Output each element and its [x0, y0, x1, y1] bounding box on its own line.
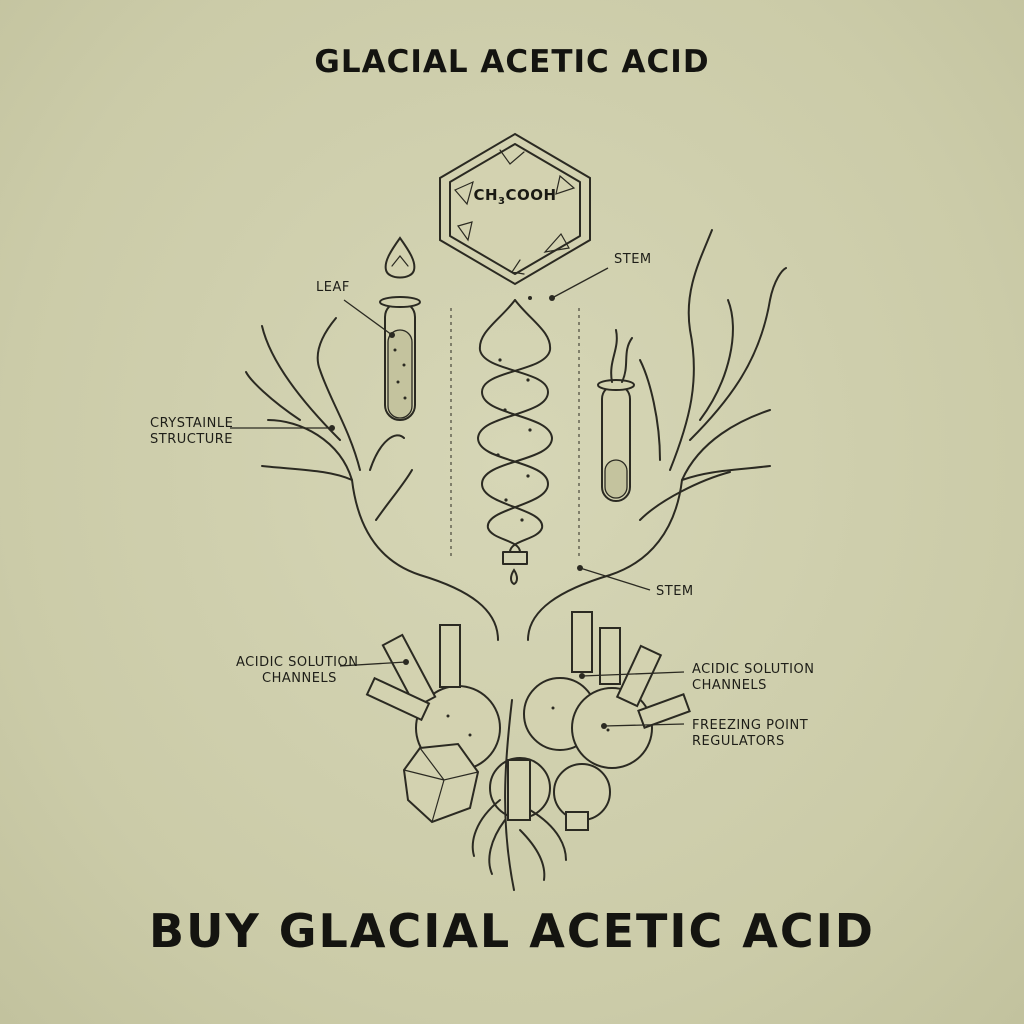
formula-subscript: 3	[498, 196, 506, 207]
label-freezing-line1: FREEZING POINT	[692, 718, 809, 733]
tree-branches-icon	[245, 229, 787, 641]
label-freezing-point: FREEZING POINT REGULATORS	[692, 718, 808, 750]
guide-lines	[450, 308, 580, 560]
label-crystalline-line2: STRUCTURE	[150, 432, 234, 447]
label-stem-top: STEM	[614, 252, 652, 268]
formula-prefix: CH	[473, 186, 498, 204]
label-acidic-right-line2: CHANNELS	[692, 678, 767, 693]
label-crystalline-structure: CRYSTAINLE STRUCTURE	[150, 416, 233, 448]
label-acidic-left: ACIDIC SOLUTION CHANNELS	[236, 655, 358, 687]
flask-cluster-icon	[365, 611, 691, 831]
droplet-icon	[384, 236, 416, 279]
test-tube-icon	[597, 329, 635, 502]
formula-suffix: COOH	[505, 186, 557, 204]
label-stem-top-text: STEM	[614, 252, 652, 267]
roots-icon	[471, 699, 567, 891]
label-stem-right-text: STEM	[656, 584, 694, 599]
helix-icon	[477, 299, 553, 586]
label-acidic-right: ACIDIC SOLUTION CHANNELS	[692, 662, 814, 694]
page-title: GLACIAL ACETIC ACID	[314, 44, 710, 80]
label-freezing-line2: REGULATORS	[692, 734, 785, 749]
label-acidic-left-line2: CHANNELS	[262, 671, 337, 686]
label-acidic-right-line1: ACIDIC SOLUTION	[692, 662, 815, 677]
hexagon-crystal-icon	[439, 132, 591, 286]
label-acidic-left-line1: ACIDIC SOLUTION	[236, 655, 359, 670]
test-tube-icon	[379, 296, 421, 421]
chemical-formula: CH3COOH	[440, 186, 590, 207]
label-stem-right: STEM	[656, 584, 694, 600]
label-crystalline-line1: CRYSTAINLE	[150, 416, 234, 431]
label-leaf-text: LEAF	[316, 280, 350, 295]
call-to-action-title: BUY GLACIAL ACETIC ACID	[149, 904, 875, 958]
leader-lines	[230, 267, 685, 729]
label-leaf: LEAF	[316, 280, 350, 296]
